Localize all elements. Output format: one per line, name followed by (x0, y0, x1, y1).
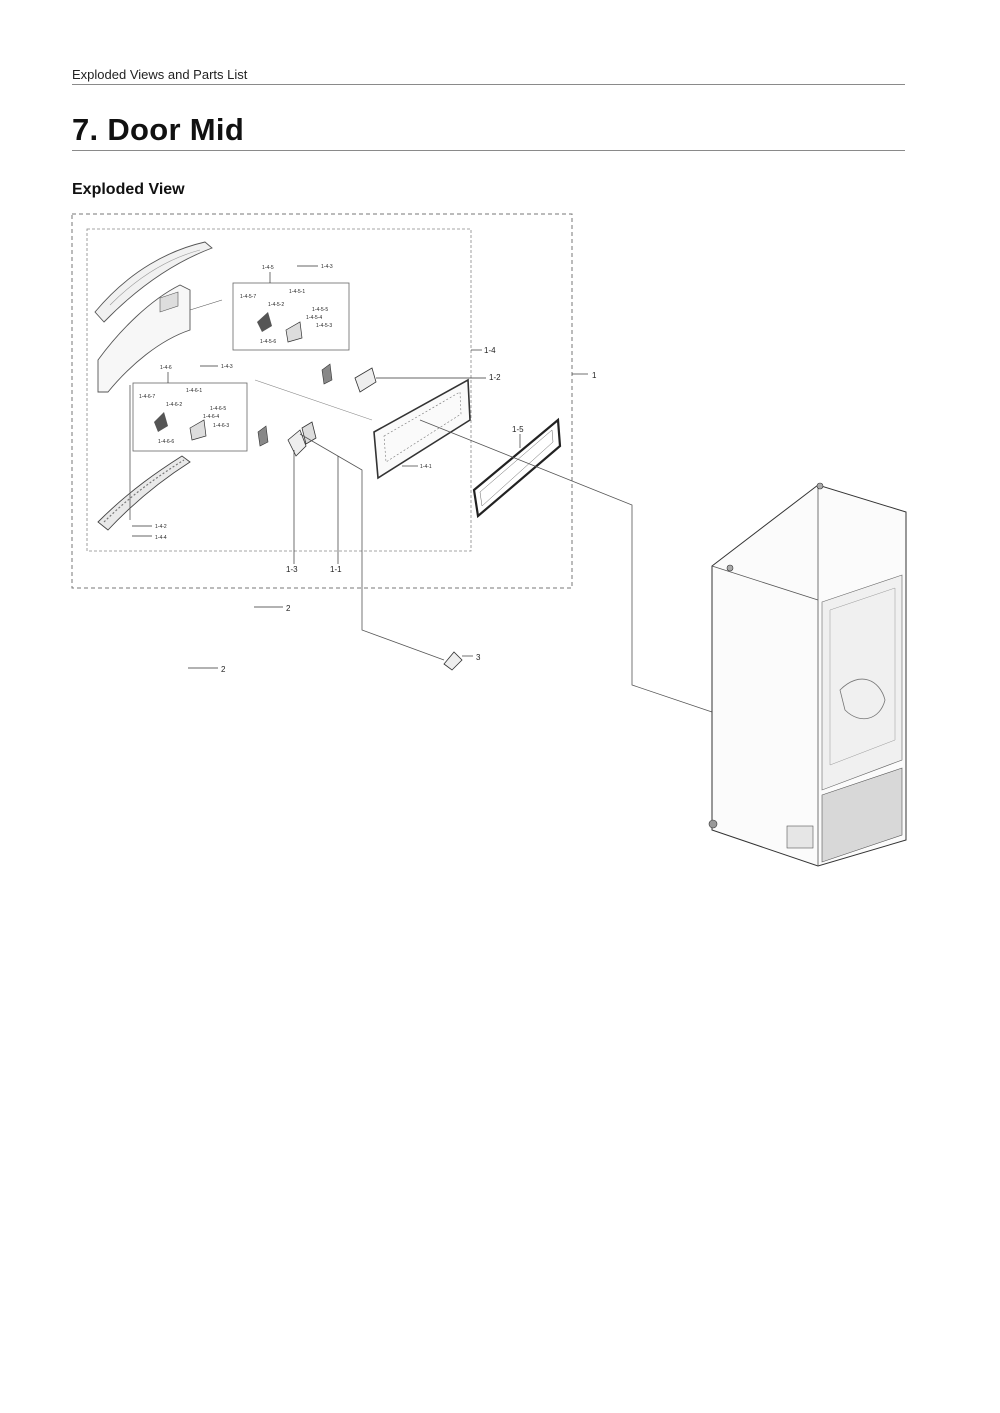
door-bottom-trim-part (97, 455, 191, 531)
callout-1-4-6-7: 1-4-6-7 (139, 394, 155, 400)
callout-1-4-3-top: 1-4-3 (321, 264, 333, 270)
callout-1-4-6-2: 1-4-6-2 (166, 402, 182, 408)
callout-2-lower: 2 (221, 665, 226, 674)
assembly-boundary-outer (71, 213, 573, 589)
callout-1: 1 (592, 371, 597, 380)
gasket-part-1-5 (472, 417, 562, 519)
title-rule (72, 150, 905, 151)
callout-1-4-1: 1-4-1 (420, 464, 432, 470)
callout-1-4-5: 1-4-5 (262, 265, 274, 271)
door-panel-part (97, 284, 191, 393)
callout-1-4-6-4: 1-4-6-4 (203, 414, 219, 420)
chapter-title: 7. Door Mid (72, 112, 245, 147)
callout-1-4-2: 1-4-2 (155, 524, 167, 530)
hinge-part-3 (443, 651, 463, 671)
callout-1-5: 1-5 (512, 425, 524, 434)
hinge-bracket-1-3 (287, 429, 307, 457)
callout-1-4: 1-4 (484, 346, 496, 355)
header-rule (72, 84, 905, 85)
callout-1-3: 1-3 (286, 565, 298, 574)
callout-1-4-5-1: 1-4-5-1 (289, 289, 305, 295)
callout-1-4-3-mid: 1-4-3 (221, 364, 233, 370)
callout-1-4-6: 1-4-6 (160, 365, 172, 371)
bracket-part-1-2 (354, 367, 377, 393)
callout-1-4-5-7: 1-4-5-7 (240, 294, 256, 300)
callout-1-4-5-5: 1-4-5-5 (312, 307, 328, 313)
hinge-part-lower (154, 412, 168, 432)
callout-1-4-5-2: 1-4-5-2 (268, 302, 284, 308)
callout-1-4-4: 1-4-4 (155, 535, 167, 541)
callout-1-1: 1-1 (330, 565, 342, 574)
callout-2-upper: 2 (286, 604, 291, 613)
running-header: Exploded Views and Parts List (72, 67, 248, 82)
callout-3: 3 (476, 653, 481, 662)
callout-1-4-6-3: 1-4-6-3 (213, 423, 229, 429)
callout-1-4-6-1: 1-4-6-1 (186, 388, 202, 394)
callout-1-2: 1-2 (489, 373, 501, 382)
door-frame-part-1-4-1 (373, 378, 471, 480)
callout-1-4-5-3: 1-4-5-3 (316, 323, 332, 329)
hinge-part-upper (257, 312, 272, 332)
detail-box-1-4-6 (132, 382, 248, 452)
callout-1-4-5-4: 1-4-5-4 (306, 315, 322, 321)
refrigerator-cabinet (708, 482, 907, 867)
section-title: Exploded View (72, 181, 185, 198)
assembly-boundary-inner (86, 228, 472, 552)
callout-1-4-6-6: 1-4-6-6 (158, 439, 174, 445)
callout-1-4-5-6: 1-4-5-6 (260, 339, 276, 345)
callout-leaders (132, 265, 588, 669)
door-top-trim-part (94, 241, 213, 323)
callout-1-4-6-5: 1-4-6-5 (210, 406, 226, 412)
